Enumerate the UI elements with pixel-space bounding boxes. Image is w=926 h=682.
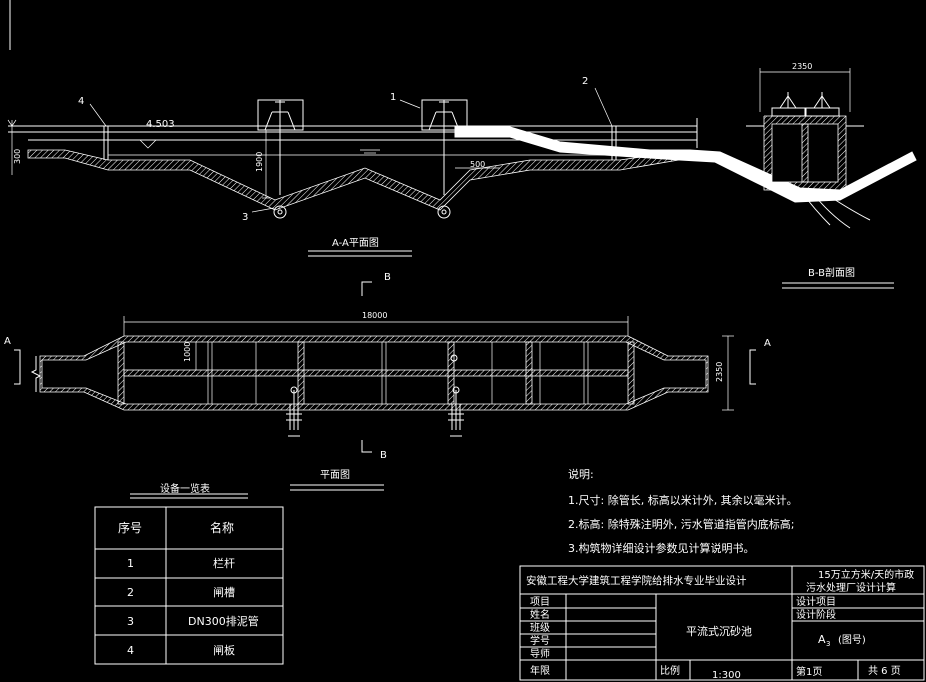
notes-title: 说明:: [568, 467, 594, 481]
tb-project-line2: 污水处理厂设计计算: [806, 581, 896, 594]
railing-right: [421, 99, 468, 195]
outlet-pipe: [454, 126, 917, 203]
tb-label-student-id: 学号: [530, 634, 550, 647]
sludge-pipe-1: [273, 205, 287, 219]
dim-500: 500: [470, 160, 485, 169]
callout-1: 1: [390, 92, 396, 103]
equipment-row-1-name: 栏杆: [213, 556, 235, 570]
section-mark-a-left: A: [4, 336, 11, 347]
equipment-header-name: 名称: [210, 520, 234, 535]
tb-design-item: 设计项目: [796, 595, 836, 608]
elevation-label: 4.503: [146, 119, 175, 130]
tb-total: 共 6 页: [868, 665, 901, 677]
equipment-row-2-no: 2: [127, 586, 134, 599]
section-mark-b-top: B: [384, 272, 391, 283]
sludge-pipe-2: [437, 205, 451, 219]
section-bb: [746, 68, 894, 289]
tb-school: 安徽工程大学建筑工程学院给排水专业毕业设计: [526, 574, 747, 587]
dim-1000: 1000: [183, 342, 192, 362]
plan-title: 平面图: [320, 469, 350, 481]
tb-sheet-size: A: [818, 633, 826, 646]
equipment-row-2-name: 闸槽: [213, 586, 235, 599]
section-mark-a-right: A: [764, 338, 771, 349]
equipment-title: 设备一览表: [160, 482, 210, 495]
callout-2: 2: [582, 76, 588, 87]
tb-label-advisor: 导师: [530, 647, 550, 660]
tb-scale-label: 比例: [660, 664, 680, 677]
tb-label-class: 班级: [530, 622, 550, 634]
tb-scale-value: 1:300: [712, 670, 741, 681]
title-block: [519, 565, 925, 681]
tb-sheet-size-sub: 3: [826, 640, 830, 648]
dim-300: 300: [13, 149, 22, 164]
tb-label-project: 项目: [530, 596, 550, 608]
railing-left: [257, 99, 304, 195]
section-mark-b-bottom: B: [380, 450, 387, 461]
tank-bottom-hatch: [27, 149, 691, 211]
dim-2350-side: 2350: [715, 362, 724, 382]
equipment-header-no: 序号: [118, 520, 142, 535]
note-line-2: 2.标高: 除特殊注明外, 污水管道指管内底标高;: [568, 517, 794, 531]
callout-4: 4: [78, 96, 84, 107]
equipment-row-3-no: 3: [127, 615, 134, 628]
tb-project-line1: 15万立方米/天的市政: [818, 568, 914, 581]
equipment-row-1-no: 1: [127, 557, 134, 570]
dim-1900: 1900: [255, 152, 264, 172]
section-aa-title: A-A平面图: [332, 237, 379, 249]
dim-2350-top: 2350: [792, 62, 812, 71]
equipment-row-4-name: 闸板: [213, 643, 235, 657]
tb-sheet-no: (图号): [838, 634, 866, 646]
section-bb-title: B-B剖面图: [808, 266, 855, 279]
note-line-1: 1.尺寸: 除管长, 标高以米计外, 其余以毫米计。: [568, 493, 798, 507]
note-line-3: 3.构筑物详细设计参数见计算说明书。: [568, 541, 755, 555]
tb-page: 第1页: [796, 665, 822, 678]
equipment-table: [94, 493, 284, 665]
tb-design-stage: 设计阶段: [796, 608, 836, 621]
tb-label-name: 姓名: [530, 608, 550, 621]
callout-3: 3: [242, 212, 248, 223]
plan-view: [14, 281, 756, 491]
equipment-row-4-no: 4: [127, 644, 134, 657]
tb-drawing-name: 平流式沉砂池: [686, 624, 752, 638]
equipment-row-3-name: DN300排泥管: [188, 614, 259, 628]
dim-18000: 18000: [362, 311, 387, 320]
tb-label-year: 年限: [530, 664, 550, 677]
section-aa: [7, 87, 917, 257]
